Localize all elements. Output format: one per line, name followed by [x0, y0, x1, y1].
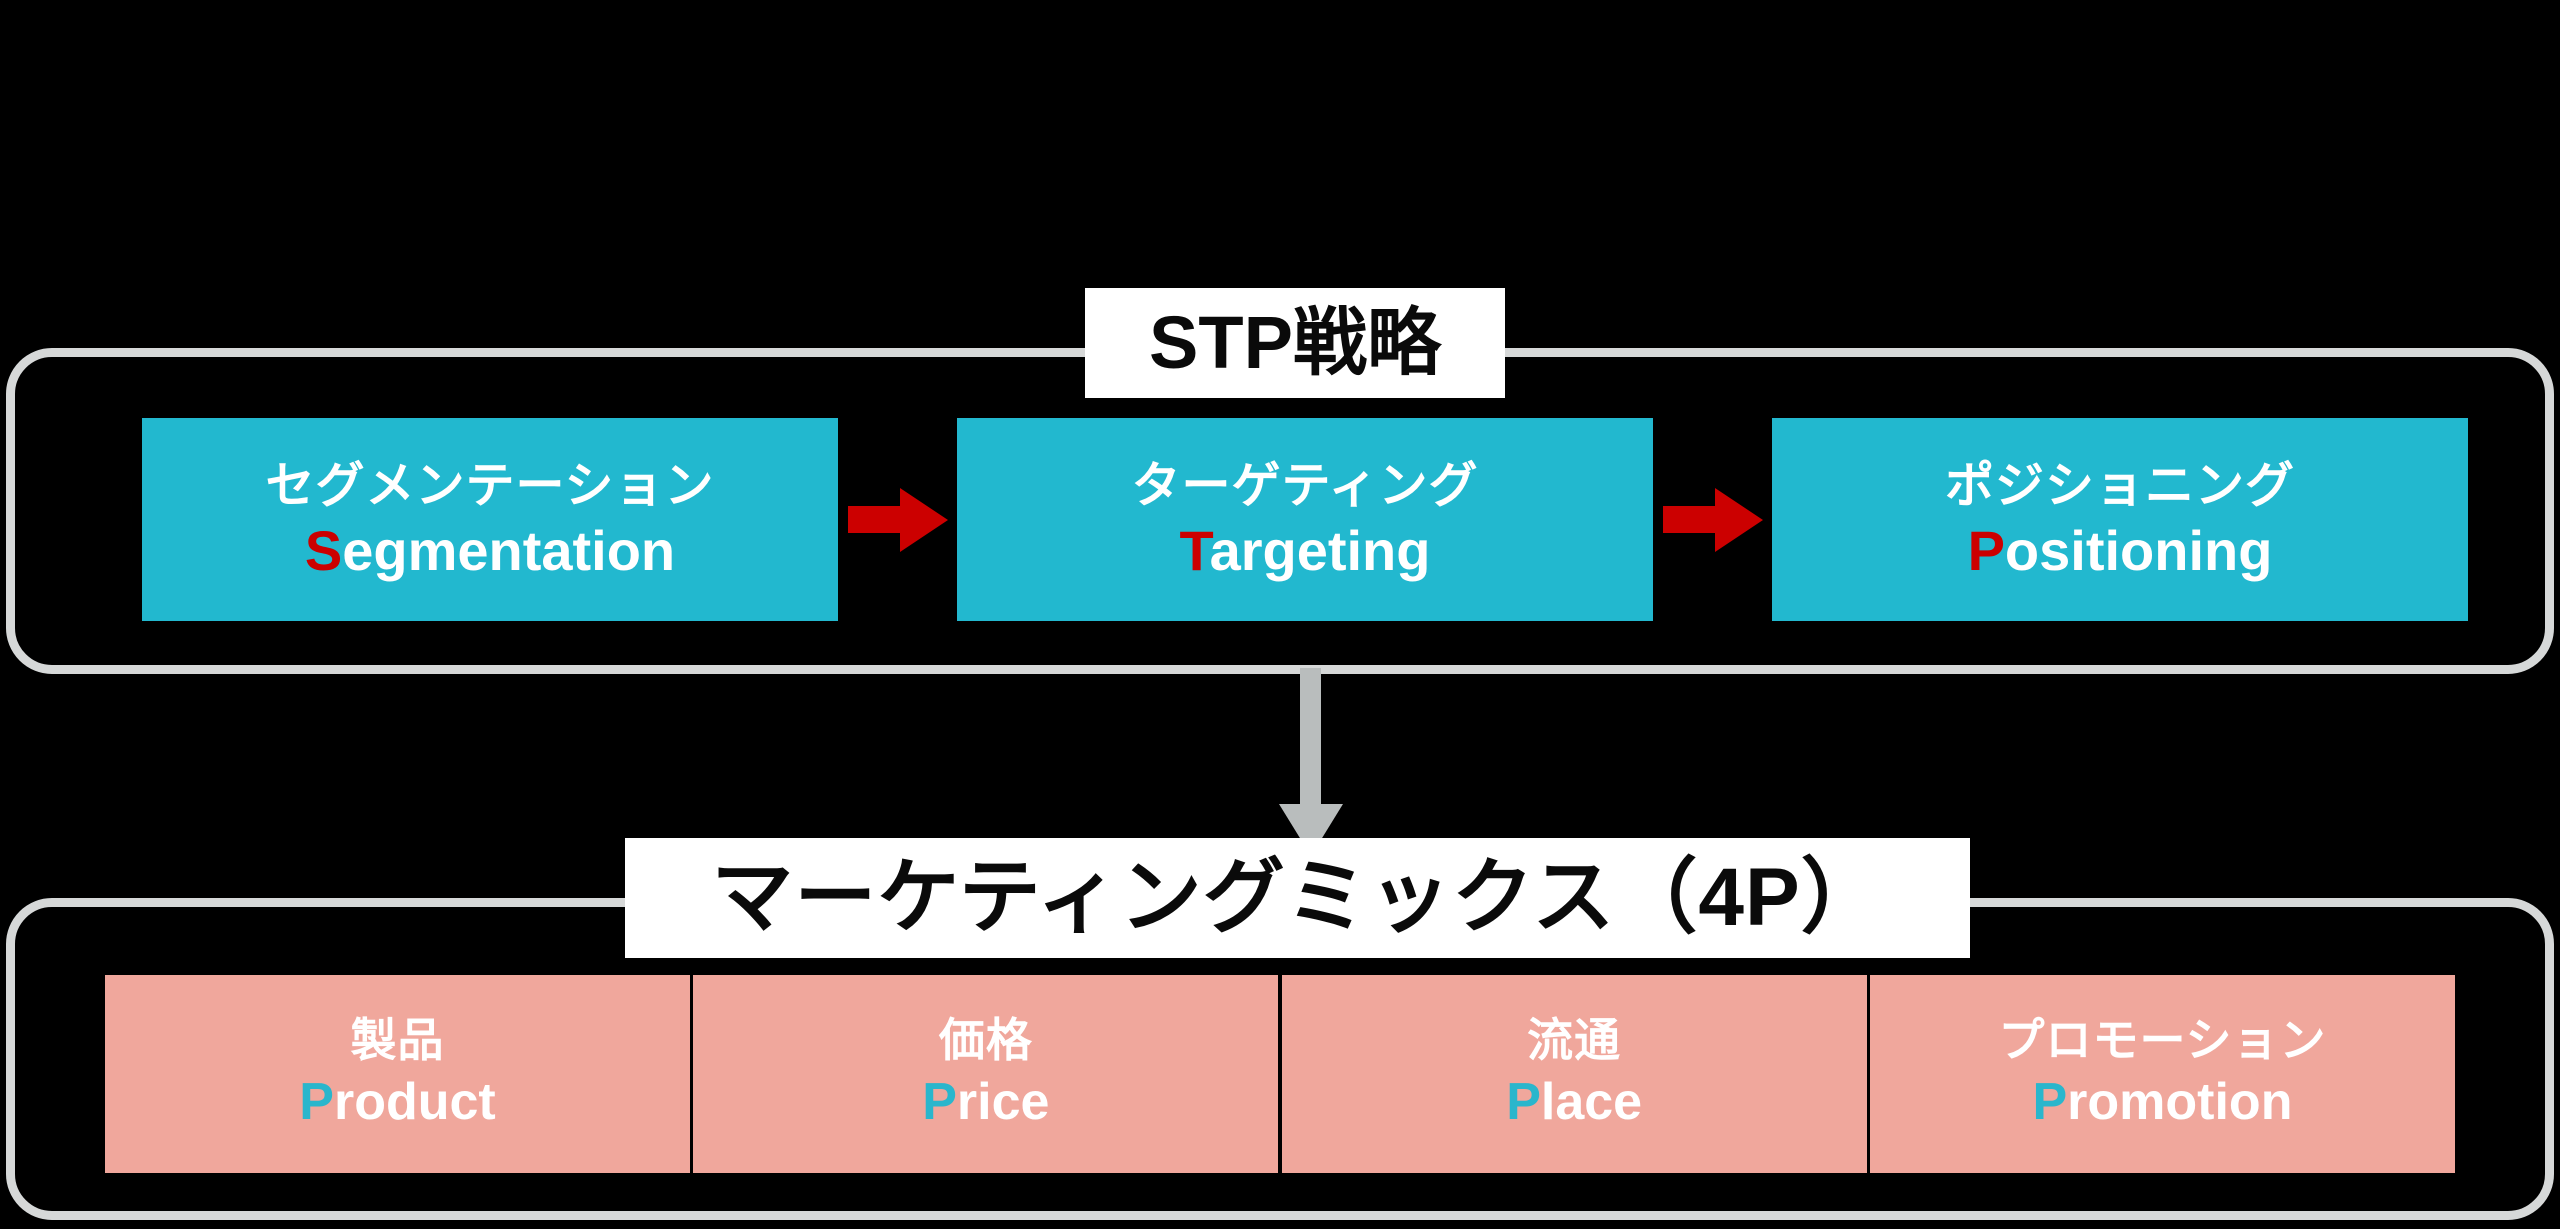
- arrow-right-icon-2: [1653, 418, 1772, 621]
- stp-rest-letters-positioning: ositioning: [2004, 518, 2273, 582]
- stp-card-targeting[interactable]: ターゲティング Targeting: [957, 418, 1653, 621]
- mix-lead-letter-price: P: [922, 1072, 957, 1131]
- stp-rest-letters-segmentation: egmentation: [342, 518, 676, 582]
- mix-rest-letters-price: rice: [956, 1072, 1050, 1131]
- arrow-shaft: [1300, 668, 1321, 808]
- stp-group-caption: STP戦略: [1085, 288, 1505, 398]
- mix-lead-letter-place: P: [1506, 1072, 1541, 1131]
- page-title: [180, 40, 2380, 150]
- mix-card-en-label: Place: [1506, 1072, 1642, 1133]
- stp-card-en-label: Segmentation: [305, 518, 675, 584]
- arrow-head: [1715, 488, 1763, 552]
- stp-card-jp-label: ターゲティング: [1131, 459, 1479, 514]
- mix-card-jp-label: 製品: [350, 1014, 445, 1067]
- stp-lead-letter-p: P: [1967, 518, 2005, 582]
- stp-card-row: セグメンテーション Segmentation ターゲティング Targeting…: [142, 418, 2468, 621]
- mix-card-en-label: Price: [922, 1072, 1049, 1133]
- header-band: [0, 0, 2560, 300]
- mix-card-en-label: Product: [299, 1072, 495, 1133]
- marketing-mix-card-row: 製品 Product 価格 Price 流通 Place プロモーション Pro…: [105, 975, 2455, 1173]
- arrow-head: [900, 488, 948, 552]
- mix-card-en-label: Promotion: [2032, 1072, 2292, 1133]
- mix-card-jp-label: 価格: [938, 1014, 1033, 1067]
- mix-card-jp-label: プロモーション: [1998, 1014, 2327, 1067]
- mix-card-promotion[interactable]: プロモーション Promotion: [1869, 975, 2455, 1173]
- stp-card-en-label: Positioning: [1968, 518, 2273, 584]
- mix-rest-letters-place: lace: [1540, 1072, 1643, 1131]
- mix-card-product[interactable]: 製品 Product: [105, 975, 690, 1173]
- mix-card-jp-label: 流通: [1527, 1014, 1622, 1067]
- marketing-mix-group-caption: マーケティングミックス（4P）: [625, 838, 1970, 958]
- stp-rest-letters-targeting: argeting: [1209, 518, 1431, 582]
- stp-card-en-label: Targeting: [1180, 518, 1431, 584]
- arrow-right-icon-1: [838, 418, 957, 621]
- stp-lead-letter-s: S: [304, 518, 343, 582]
- mix-lead-letter-promotion: P: [2032, 1072, 2068, 1131]
- stp-lead-letter-t: T: [1179, 518, 1210, 582]
- stp-card-jp-label: セグメンテーション: [265, 459, 715, 514]
- mix-rest-letters-promotion: romotion: [2067, 1072, 2293, 1131]
- stp-card-positioning[interactable]: ポジショニング Positioning: [1772, 418, 2468, 621]
- stp-card-jp-label: ポジショニング: [1944, 459, 2295, 514]
- arrow-down-icon: [1279, 668, 1345, 856]
- mix-rest-letters-product: roduct: [333, 1072, 496, 1131]
- stp-card-segmentation[interactable]: セグメンテーション Segmentation: [142, 418, 838, 621]
- mix-card-place[interactable]: 流通 Place: [1281, 975, 1867, 1173]
- mix-card-price[interactable]: 価格 Price: [693, 975, 1279, 1173]
- mix-lead-letter-product: P: [299, 1072, 334, 1131]
